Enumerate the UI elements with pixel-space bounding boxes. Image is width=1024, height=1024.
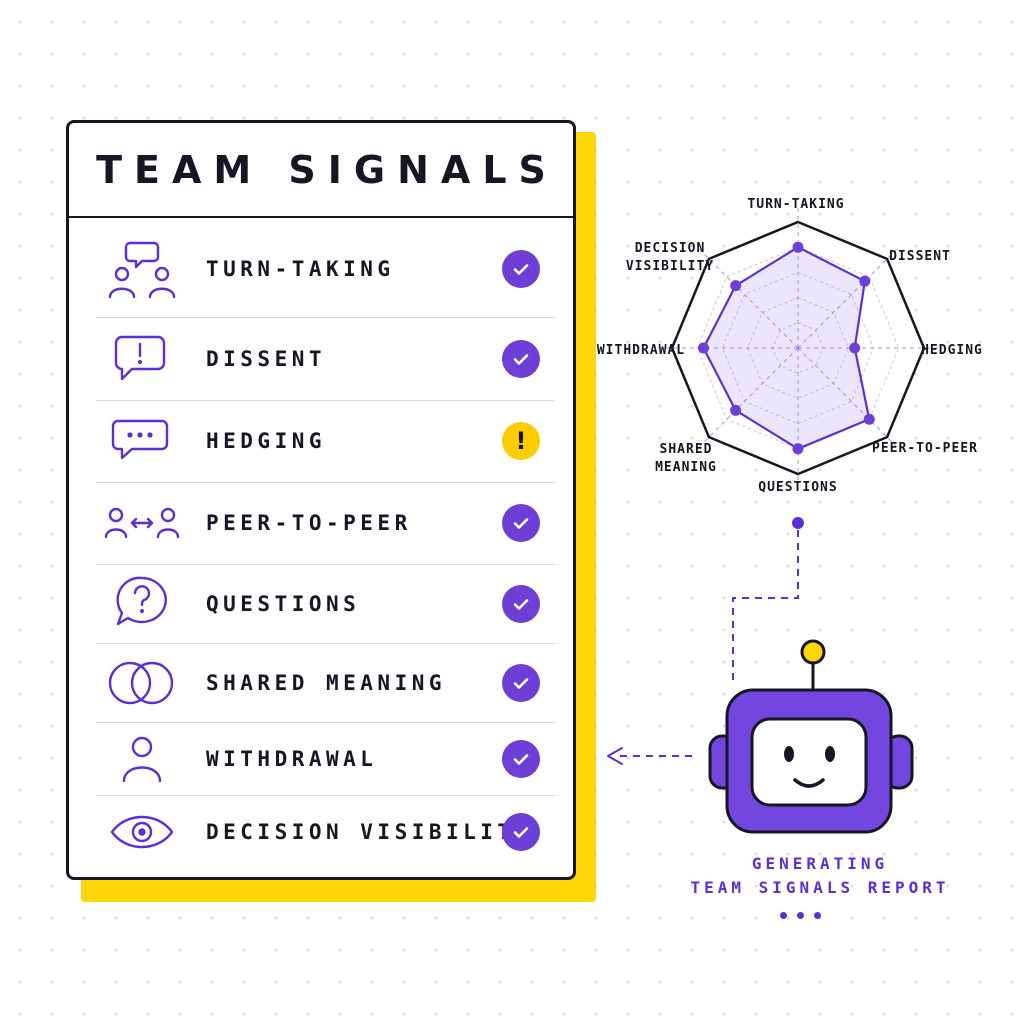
arrow-left-icon: [607, 747, 623, 765]
radar-point-withdrawal: [698, 342, 709, 354]
radar-chart: [656, 206, 940, 490]
loading-dot: [780, 912, 787, 919]
robot-icon: [708, 639, 914, 834]
radar-axis-label-hedging: HEDGING: [921, 343, 983, 358]
connector-dot: [792, 517, 804, 529]
status-line-1: GENERATING: [751, 854, 889, 873]
signal-label: TURN-TAKING: [206, 256, 395, 281]
signal-row-shared-meaning: SHARED MEANING: [96, 643, 555, 723]
signal-label: WITHDRAWAL: [206, 746, 378, 771]
check-icon: [502, 504, 540, 542]
radar-point-peer-to-peer: [863, 413, 875, 425]
loading-dot: [814, 912, 821, 919]
radar-point-dissent: [859, 275, 871, 287]
radar-point-hedging: [849, 342, 861, 354]
signal-label: HEDGING: [206, 429, 327, 453]
radar-axis-label-decision-visibility: DECISION VISIBILITY: [625, 241, 715, 274]
speech-exclamation-icon: [104, 329, 180, 389]
radar-grid-ring: [721, 271, 875, 425]
radar-point-questions: [792, 443, 804, 455]
loading-dots: [780, 912, 821, 919]
check-icon: [502, 739, 540, 778]
signal-label: PEER-TO-PEER: [206, 511, 412, 535]
radar-point-shared-meaning: [730, 404, 742, 416]
signal-row-decision-visibility: DECISION VISIBILITY: [96, 795, 555, 869]
check-icon: [502, 663, 540, 702]
signal-label: SHARED MEANING: [206, 670, 447, 695]
radar-axis-label-withdrawal: WITHDRAWAL: [596, 343, 686, 358]
signal-row-hedging: HEDGING !: [96, 400, 555, 483]
loading-dot: [797, 912, 804, 919]
radar-point-turn-taking: [792, 241, 804, 253]
check-icon: [502, 249, 540, 288]
people-exchange-icon: [104, 493, 180, 553]
radar-axis-label-peer-to-peer: PEER-TO-PEER: [872, 441, 978, 456]
signal-row-dissent: DISSENT: [96, 317, 555, 401]
signal-row-withdrawal: WITHDRAWAL: [96, 722, 555, 796]
warning-mark: !: [515, 427, 527, 455]
radar-point-decision-visibility: [730, 280, 742, 292]
signal-label: DECISION VISIBILITY: [206, 820, 532, 844]
radar-axis-label-dissent: DISSENT: [889, 249, 951, 264]
signal-row-peer-to-peer: PEER-TO-PEER: [96, 482, 555, 565]
speech-ellipsis-icon: [104, 411, 180, 471]
team-signals-card: TEAM SIGNALS TURN-TAKING DISSENT: [66, 120, 576, 880]
person-icon: [104, 729, 180, 789]
radar-axis-label-questions: QUESTIONS: [758, 480, 838, 495]
signal-label: QUESTIONS: [206, 591, 361, 616]
radar-axis-label-turn-taking: TURN-TAKING: [747, 197, 845, 212]
conversation-people-icon: [104, 239, 180, 299]
check-icon: [502, 813, 540, 851]
check-icon: [502, 339, 540, 378]
radar-axis-label-shared-meaning: SHARED MEANING: [655, 442, 717, 475]
eye-icon: [104, 802, 180, 862]
signal-row-turn-taking: TURN-TAKING: [96, 220, 555, 318]
status-line-2: TEAM SIGNALS REPORT: [690, 878, 950, 897]
speech-question-icon: [104, 574, 180, 634]
overlapping-circles-icon: [104, 653, 180, 713]
signal-label: DISSENT: [206, 346, 327, 371]
radar-grid-ring: [772, 322, 824, 374]
card-title: TEAM SIGNALS: [69, 123, 573, 218]
signal-row-questions: QUESTIONS: [96, 564, 555, 644]
check-icon: [502, 584, 540, 623]
warning-icon: !: [502, 422, 540, 460]
